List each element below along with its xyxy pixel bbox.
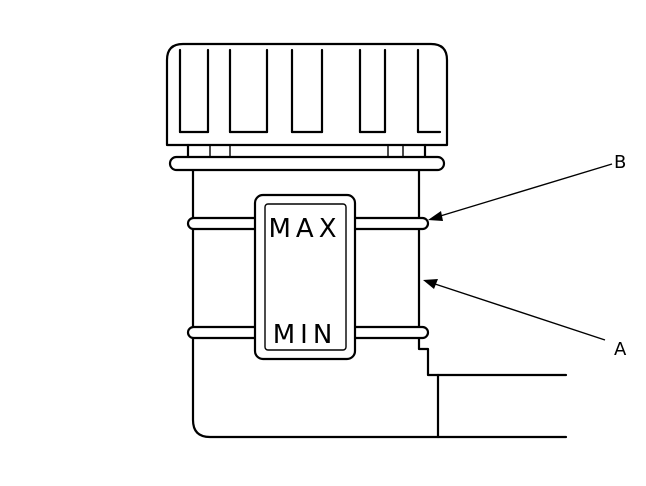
min-mark: MIN	[273, 320, 338, 350]
callout-b-label: B	[614, 152, 626, 173]
outlet-pipe	[436, 373, 568, 439]
level-window	[253, 193, 357, 361]
reservoir-cap	[165, 42, 449, 147]
collar-ring	[168, 155, 446, 172]
leader-line-b	[428, 163, 613, 221]
callout-a-label: A	[614, 339, 627, 360]
reservoir-body	[191, 166, 440, 439]
leader-line-a	[423, 279, 606, 341]
max-mark: MAX	[268, 214, 341, 244]
reservoir-neck	[186, 143, 427, 160]
